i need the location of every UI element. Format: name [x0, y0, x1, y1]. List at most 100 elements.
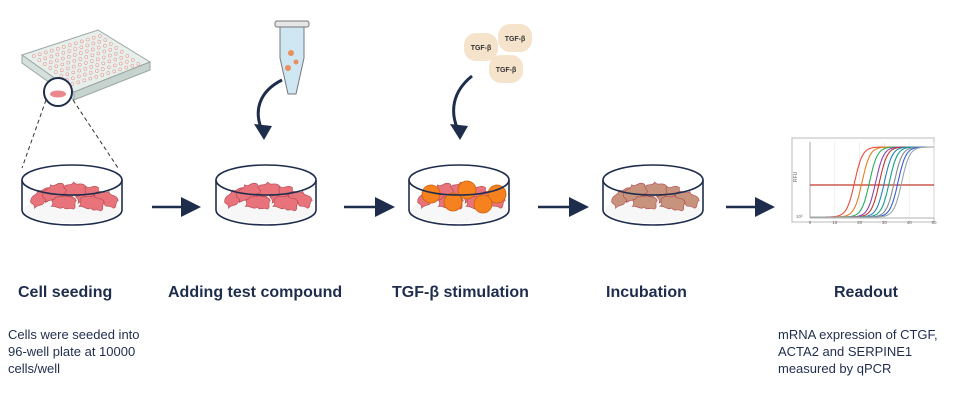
tgf-arrowhead-icon: [450, 124, 468, 140]
plate-well: [72, 58, 77, 63]
plate-well: [106, 71, 111, 75]
tgf-bead-icon: [443, 192, 463, 212]
plate-well: [96, 57, 100, 62]
tgf-bead-icon: [487, 184, 507, 204]
plate-well: [68, 43, 72, 47]
plate-well: [72, 64, 76, 69]
plate-well: [49, 48, 54, 53]
plate-well: [61, 50, 66, 55]
step-title-tgf-stimulation: TGF-β stimulation: [392, 284, 529, 301]
plate-well: [54, 64, 59, 69]
plate-well: [101, 61, 106, 66]
dish-rim: [21, 164, 123, 196]
description-line: Cells were seeded into: [8, 327, 140, 342]
tgf-bead-icon: [457, 180, 477, 200]
plate-well: [84, 61, 88, 65]
plate-well: [94, 75, 99, 79]
step-title-cell-seeding: Cell seeding: [18, 284, 113, 301]
description-line: measured by qPCR: [778, 361, 892, 376]
plate-well: [65, 72, 70, 77]
plate-well: [70, 82, 75, 86]
plate-well: [109, 42, 113, 46]
plate-well: [55, 52, 60, 57]
plate-well: [90, 53, 95, 58]
compound-arrow-icon: [256, 78, 283, 131]
step-title-incubation: Incubation: [606, 284, 687, 301]
tgf-beta-bead-icon: [464, 33, 498, 61]
plate-well: [74, 41, 78, 46]
plate-well: [67, 54, 71, 59]
plate-well: [53, 70, 58, 74]
plate-well: [78, 63, 82, 67]
plate-well: [113, 57, 118, 62]
tgf-beta-bead-icon: [489, 55, 523, 83]
plate-well: [108, 53, 112, 58]
plate-well: [60, 62, 65, 67]
plate-well: [85, 49, 89, 54]
tgf-arrow-icon: [452, 74, 473, 131]
plate-well: [96, 51, 101, 56]
plate-well: [77, 68, 82, 73]
plate-well: [102, 49, 107, 54]
petri-dish-incubation-icon: [602, 164, 704, 226]
plate-well: [37, 52, 42, 57]
plate-well: [114, 46, 119, 50]
plate-well: [86, 37, 90, 42]
plate-well: [85, 43, 90, 48]
plate-well: [95, 69, 99, 73]
plate-well: [114, 51, 118, 56]
plate-well: [95, 63, 100, 67]
qpcr-xtick-label: 40: [907, 220, 913, 225]
plate-well: [88, 76, 93, 81]
plate-well: [136, 62, 141, 66]
plate-well: [103, 38, 108, 42]
petri-dish-compound-icon: [215, 164, 317, 226]
qpcr-xtick-label: 50: [931, 220, 937, 225]
dish-rim: [408, 164, 510, 196]
tgf-beta-label: TGF-β: [471, 45, 492, 52]
plate-well: [112, 69, 117, 74]
description-line: mRNA expression of CTGF,: [778, 327, 938, 342]
plate-well: [42, 62, 47, 66]
step-title-readout: Readout: [834, 284, 898, 301]
plate-well: [108, 47, 113, 52]
plate-well: [100, 73, 105, 77]
plate-well: [82, 78, 87, 83]
tgf-bead-icon: [473, 194, 493, 214]
description-cell-seeding: Cells were seeded into 96-well plate at …: [8, 326, 140, 377]
plate-well: [43, 56, 48, 61]
step-title-adding-compound: Adding test compound: [168, 284, 343, 301]
petri-dish-seeding-icon: [21, 164, 123, 226]
plate-well: [71, 76, 75, 81]
plate-well: [66, 60, 71, 65]
compound-arrowhead-icon: [254, 124, 272, 140]
plate-well: [119, 55, 124, 60]
qpcr-xtick-label: 0: [809, 220, 812, 225]
plate-well: [59, 68, 64, 73]
qpcr-xtick-label: 10: [832, 220, 838, 225]
plate-well: [107, 59, 112, 64]
description-readout: mRNA expression of CTGF, ACTA2 and SERPI…: [778, 326, 938, 377]
plate-well: [31, 54, 36, 58]
dish-rim: [602, 164, 704, 196]
qpcr-ylabel: RFU: [793, 171, 799, 182]
plate-well: [131, 58, 135, 62]
plate-well: [83, 72, 87, 77]
plate-well: [54, 58, 59, 63]
qpcr-curve: [810, 146, 934, 218]
plate-well: [66, 66, 70, 71]
well-plate-icon: [20, 29, 152, 101]
petri-dish-stimulation-icon: [408, 164, 510, 226]
dish-rim: [215, 164, 317, 196]
plate-well: [107, 65, 111, 70]
plate-well: [67, 49, 72, 53]
plate-well: [97, 45, 101, 50]
plate-well: [130, 64, 135, 68]
plate-well: [80, 39, 84, 44]
plate-well: [119, 61, 123, 66]
plate-well: [124, 65, 129, 70]
plate-well: [103, 43, 107, 48]
plate-well: [89, 65, 94, 69]
